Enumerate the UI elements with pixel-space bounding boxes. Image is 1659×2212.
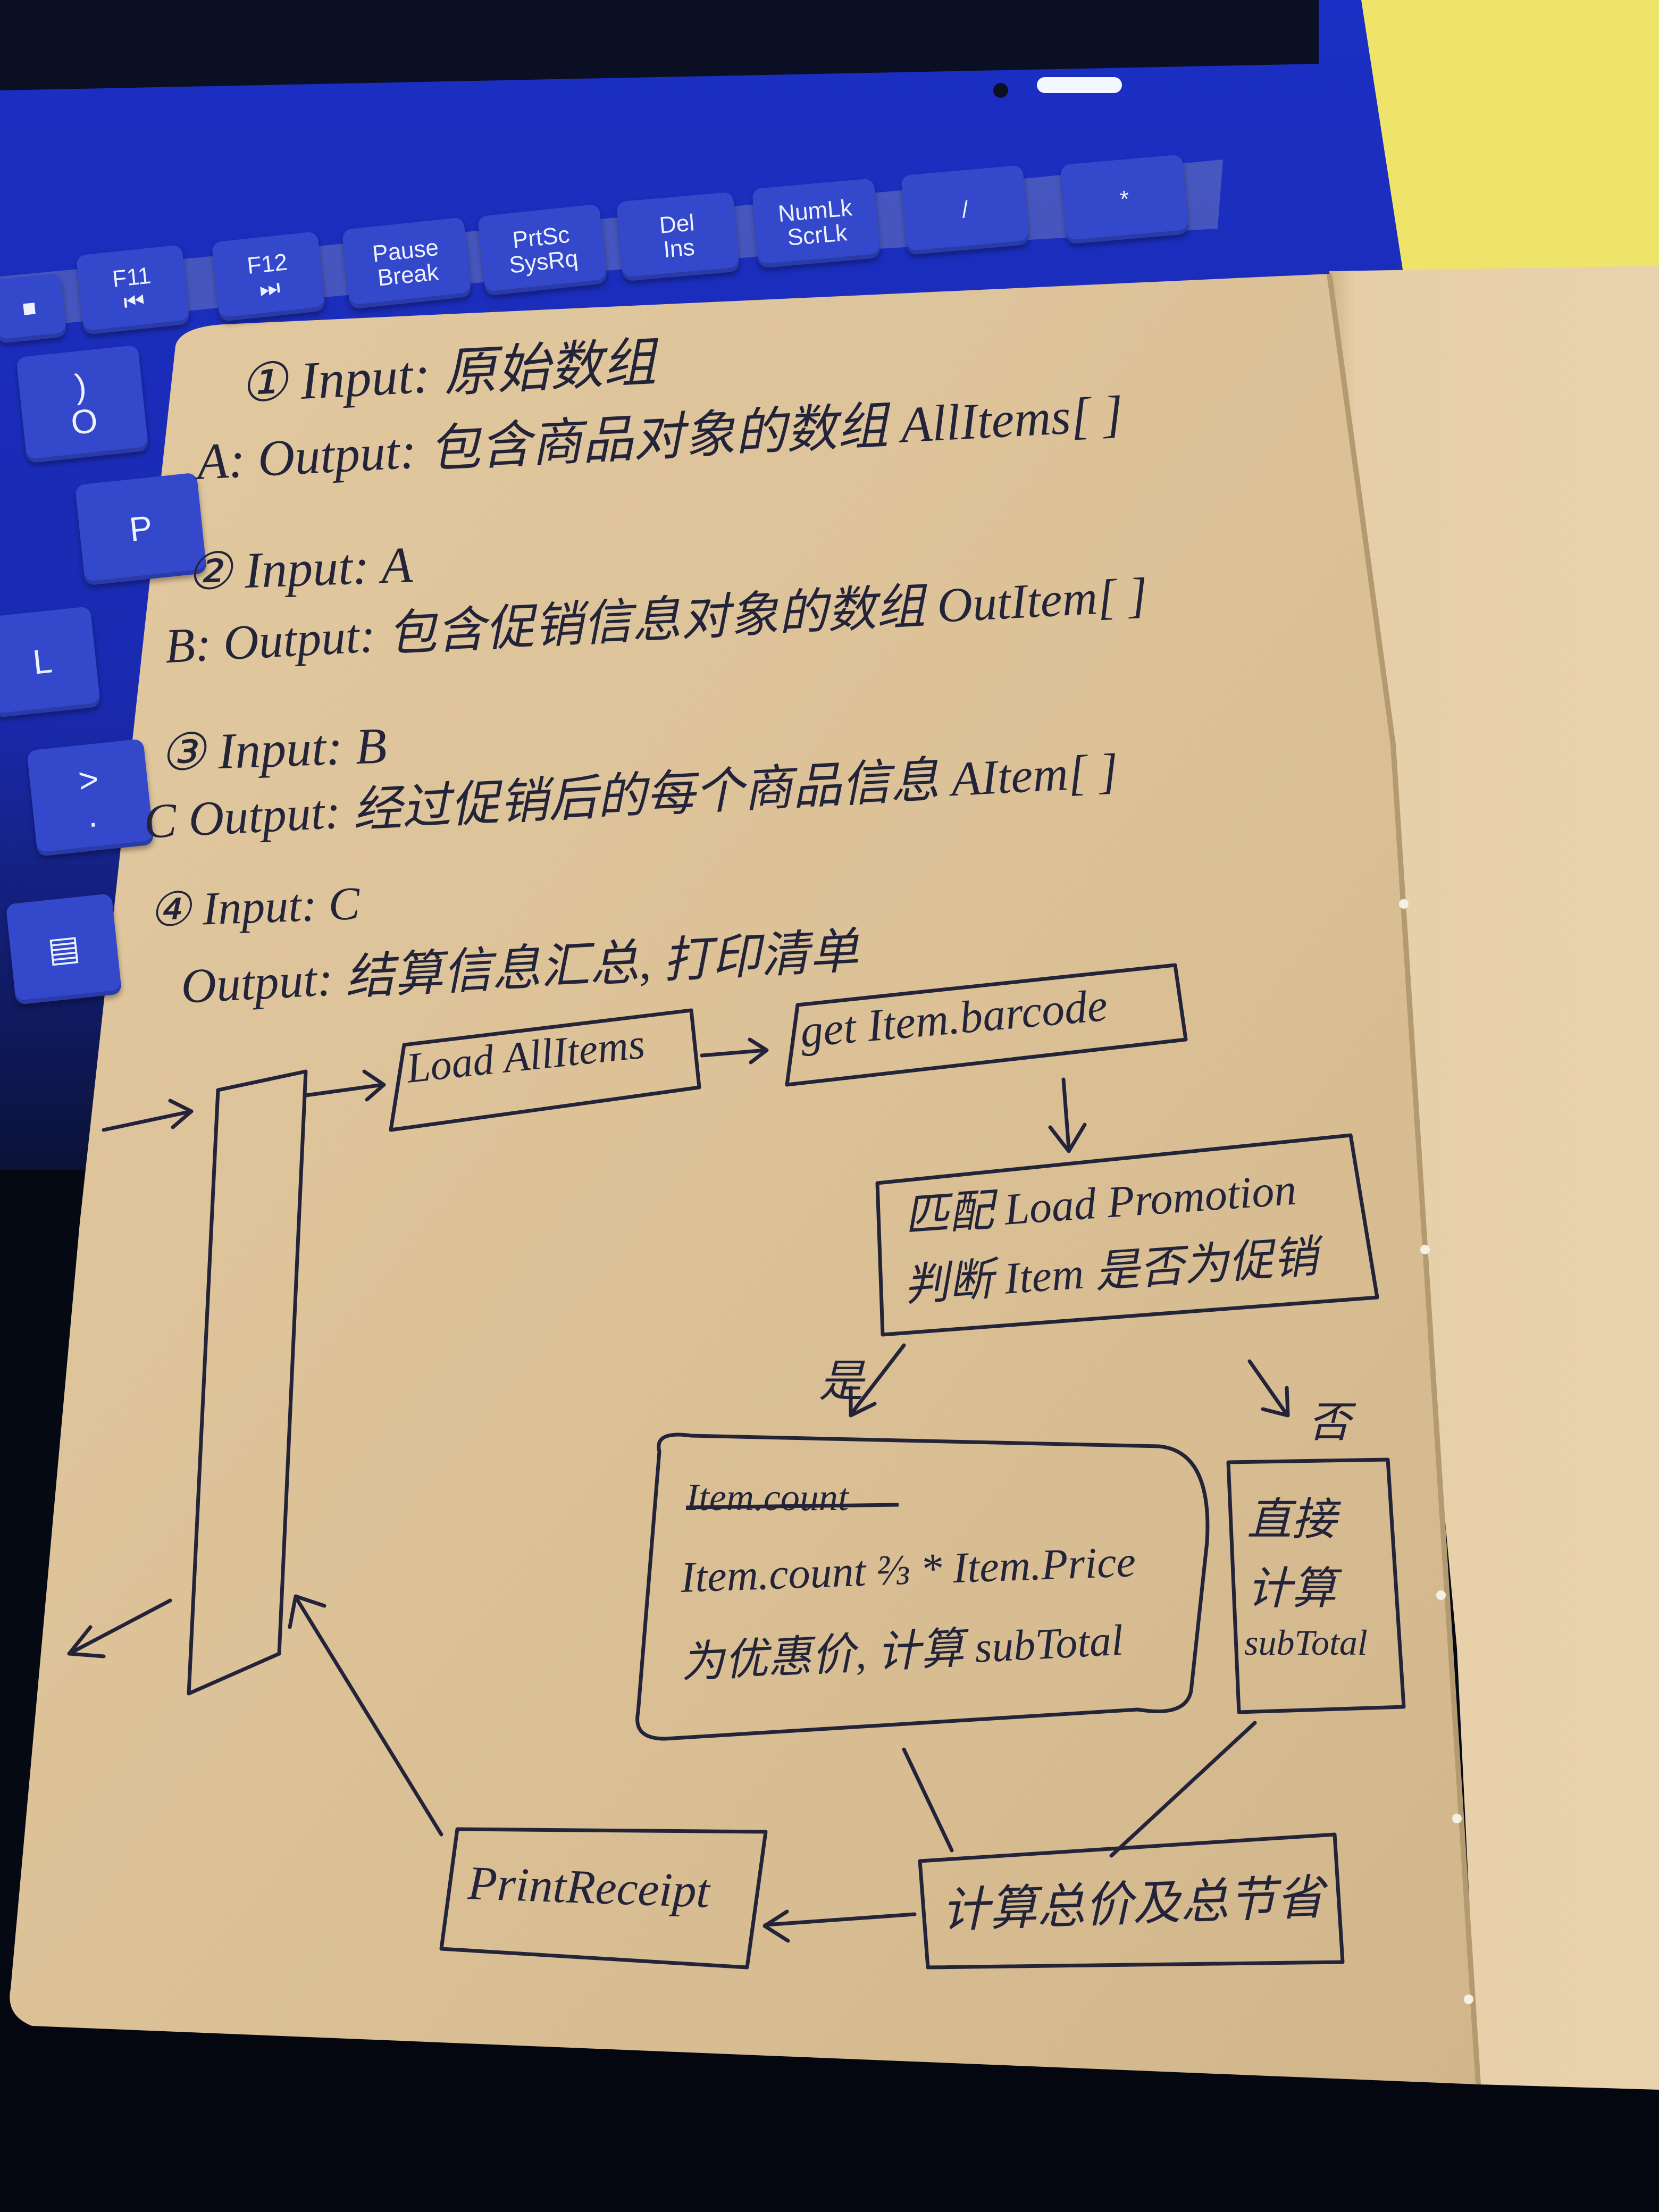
get-barcode-box xyxy=(785,963,1188,1087)
power-light xyxy=(1037,77,1122,93)
no-arrow xyxy=(1247,1359,1289,1417)
arrow-to-print-receipt xyxy=(764,1912,917,1927)
notebook-left-page xyxy=(10,274,1479,2084)
binding-stitches xyxy=(1399,899,1473,2004)
entry-arrow xyxy=(102,1109,194,1132)
exit-arrow xyxy=(67,1598,172,1656)
arrow-to-load-all-items xyxy=(304,1083,385,1097)
direct-calc-line3: subTotal xyxy=(1244,1622,1368,1663)
match-promotion-box xyxy=(875,1133,1379,1337)
totals-label: 计算总价及总节省 xyxy=(940,1871,1325,1938)
promo-calc-box xyxy=(635,1432,1210,1741)
yes-arrow xyxy=(849,1343,906,1417)
yes-label: 是 xyxy=(819,1357,864,1406)
loop-box xyxy=(187,1069,308,1696)
no-label: 否 xyxy=(1308,1400,1351,1446)
direct-calc-line1: 直接 xyxy=(1247,1495,1337,1545)
direct-calc-box xyxy=(1226,1457,1406,1714)
print-receipt-box xyxy=(439,1827,768,1970)
totals-box xyxy=(918,1832,1345,1970)
load-all-items-box xyxy=(389,1008,701,1132)
return-arrow xyxy=(296,1598,443,1837)
direct-calc-line2: 计算 xyxy=(1247,1564,1337,1614)
promo-struck-label: Item.count xyxy=(686,1476,849,1519)
print-receipt-label: PrintReceipt xyxy=(467,1857,711,1918)
yellow-desk-surface xyxy=(1351,0,1659,330)
notebook-right-page xyxy=(1329,266,1659,2090)
